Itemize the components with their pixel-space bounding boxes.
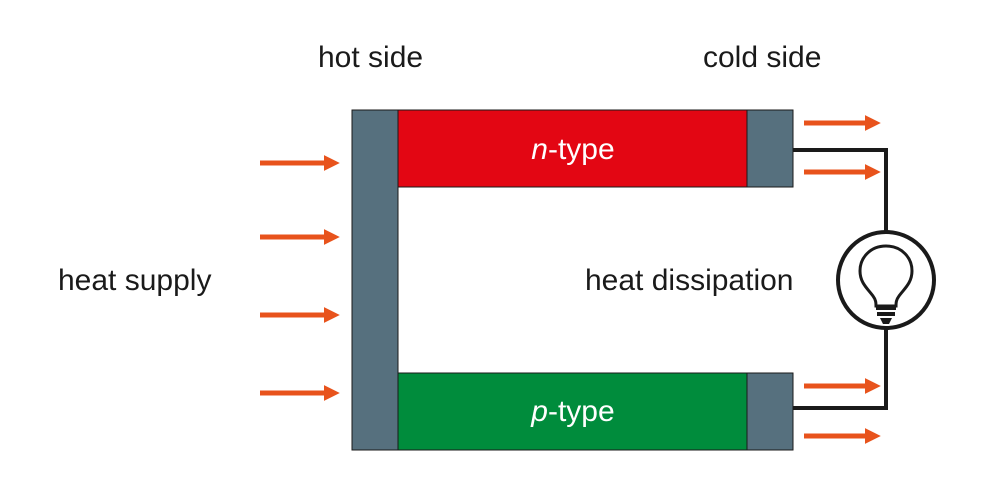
hot-side-electrode (351, 109, 399, 451)
cold-side-electrode-bottom (746, 372, 794, 451)
cold-side-label: cold side (703, 41, 822, 74)
light-bulb-icon (836, 230, 936, 330)
hot-side-label: hot side (318, 41, 424, 74)
circuit-wire (793, 148, 888, 410)
heat-dissipation-label: heat dissipation (585, 264, 794, 297)
n-type-label: n-type (531, 133, 614, 166)
heat-supply-label: heat supply (58, 264, 212, 297)
cold-side-electrode-top (746, 109, 794, 188)
p-type-label: p-type (530, 395, 614, 428)
